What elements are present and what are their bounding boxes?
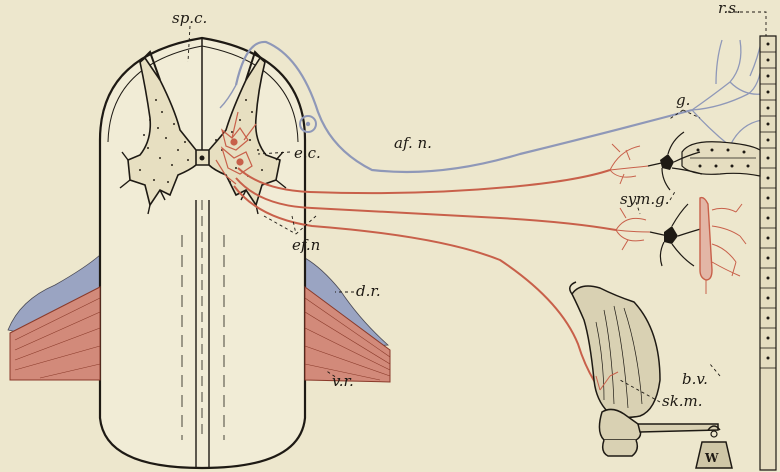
afferent-terminal-branches xyxy=(692,38,762,152)
label-afferent-nerve: af. n. xyxy=(394,134,432,152)
gland xyxy=(682,142,760,176)
label-gland: g. xyxy=(676,91,690,109)
blood-vessel xyxy=(700,198,746,294)
label-efferent-cells: e.c. xyxy=(294,144,321,162)
epithelium xyxy=(760,36,776,470)
sympathetic-ganglion-lower xyxy=(616,204,704,266)
label-spinal-canal: sp.c. xyxy=(172,9,207,27)
skeletal-muscle xyxy=(570,282,660,417)
label-ventral-root: v.r. xyxy=(332,372,354,390)
label-blood-vessel: b.v. xyxy=(682,370,708,388)
label-efferent-nerve: ef.n xyxy=(292,236,320,254)
central-canal xyxy=(200,156,205,161)
label-skeletal-muscle: sk.m. xyxy=(662,392,703,410)
label-sympathetic-ganglion: sym.g. xyxy=(620,190,670,208)
label-receptor-skin: r.s. xyxy=(718,0,741,17)
label-dorsal-root: d.r. xyxy=(356,282,381,300)
label-weight: W xyxy=(704,451,719,465)
